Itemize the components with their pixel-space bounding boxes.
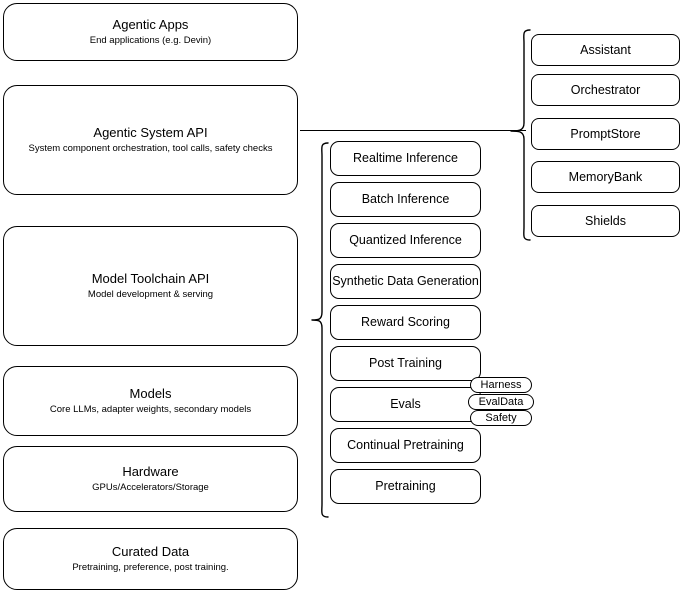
layer-subtitle: System component orchestration, tool cal… xyxy=(28,143,273,154)
eval-pill-label: Safety xyxy=(485,412,517,424)
eval-pill-label: EvalData xyxy=(478,396,524,408)
layer-subtitle: Pretraining, preference, post training. xyxy=(72,562,229,573)
toolchain-box-reward-scoring[interactable]: Reward Scoring xyxy=(330,305,481,340)
layer-title: Curated Data xyxy=(111,544,190,559)
toolchain-box-realtime-inference[interactable]: Realtime Inference xyxy=(330,141,481,176)
connector-line-system-api xyxy=(300,130,526,132)
toolchain-box-batch-inference[interactable]: Batch Inference xyxy=(330,182,481,217)
layer-box-agentic-apps[interactable]: Agentic Apps End applications (e.g. Devi… xyxy=(3,3,298,61)
toolchain-box-synthetic-data-generation[interactable]: Synthetic Data Generation xyxy=(330,264,481,299)
system-label: Assistant xyxy=(580,42,631,57)
system-label: Orchestrator xyxy=(570,82,641,97)
eval-pill-safety[interactable]: Safety xyxy=(470,410,532,426)
system-box-shields[interactable]: Shields xyxy=(531,205,680,237)
toolchain-label: Synthetic Data Generation xyxy=(332,274,479,288)
layer-title: Model Toolchain API xyxy=(91,271,210,286)
toolchain-label: Reward Scoring xyxy=(361,315,450,329)
layer-box-model-toolchain-api[interactable]: Model Toolchain API Model development & … xyxy=(3,226,298,346)
layer-title: Agentic System API xyxy=(93,125,208,140)
layer-subtitle: GPUs/Accelerators/Storage xyxy=(92,482,209,493)
layer-box-agentic-system-api[interactable]: Agentic System API System component orch… xyxy=(3,85,298,195)
layer-box-models[interactable]: Models Core LLMs, adapter weights, secon… xyxy=(3,366,298,436)
layer-subtitle: Core LLMs, adapter weights, secondary mo… xyxy=(49,404,252,415)
toolchain-label: Batch Inference xyxy=(361,192,450,206)
layer-box-hardware[interactable]: Hardware GPUs/Accelerators/Storage xyxy=(3,446,298,512)
eval-pill-evaldata[interactable]: EvalData xyxy=(468,394,534,410)
layer-box-curated-data[interactable]: Curated Data Pretraining, preference, po… xyxy=(3,528,298,590)
toolchain-label: Realtime Inference xyxy=(353,151,458,165)
toolchain-label: Pretraining xyxy=(375,479,436,493)
toolchain-label: Continual Pretraining xyxy=(347,438,464,452)
system-box-promptstore[interactable]: PromptStore xyxy=(531,118,680,150)
eval-pill-harness[interactable]: Harness xyxy=(470,377,532,393)
layer-subtitle: End applications (e.g. Devin) xyxy=(89,35,212,46)
toolchain-box-continual-pretraining[interactable]: Continual Pretraining xyxy=(330,428,481,463)
layer-title: Agentic Apps xyxy=(112,17,189,32)
system-box-orchestrator[interactable]: Orchestrator xyxy=(531,74,680,106)
brace-toolchain xyxy=(308,140,330,520)
eval-pill-label: Harness xyxy=(480,379,522,391)
toolchain-label: Quantized Inference xyxy=(349,233,462,247)
brace-system-components xyxy=(508,27,532,243)
toolchain-label: Post Training xyxy=(369,356,442,370)
system-label: Shields xyxy=(585,213,626,228)
toolchain-label: Evals xyxy=(390,397,421,411)
layer-title: Hardware xyxy=(122,464,179,479)
layer-title: Models xyxy=(129,386,172,401)
toolchain-box-pretraining[interactable]: Pretraining xyxy=(330,469,481,504)
toolchain-box-quantized-inference[interactable]: Quantized Inference xyxy=(330,223,481,258)
system-box-assistant[interactable]: Assistant xyxy=(531,34,680,66)
system-label: MemoryBank xyxy=(568,169,643,184)
toolchain-box-evals[interactable]: Evals xyxy=(330,387,481,422)
system-box-memorybank[interactable]: MemoryBank xyxy=(531,161,680,193)
layer-subtitle: Model development & serving xyxy=(87,289,214,300)
system-label: PromptStore xyxy=(570,126,641,141)
toolchain-box-post-training[interactable]: Post Training xyxy=(330,346,481,381)
